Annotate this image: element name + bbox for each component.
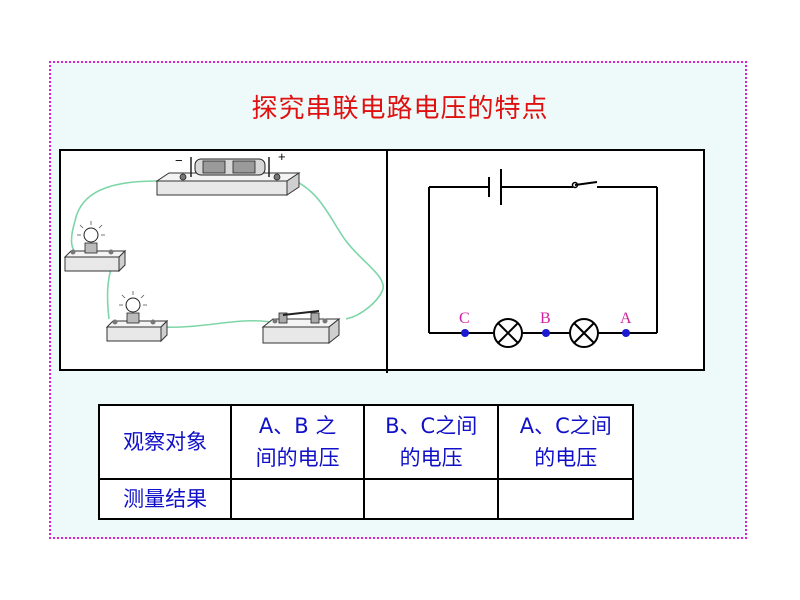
observation-table: 观察对象 A、B 之 间的电压 B、C之间 的电压 A、C之间 的电压 测量结果: [97, 404, 634, 520]
node-b-label: B: [540, 310, 551, 327]
header-cell-bc: B、C之间 的电压: [362, 404, 500, 480]
wire: [70, 180, 158, 256]
node-a-dot: [622, 329, 630, 337]
node-c-dot: [461, 329, 469, 337]
result-cell-ac[interactable]: [497, 478, 634, 520]
circuit-diagram: C B A: [427, 165, 659, 353]
result-label-cell: 测量结果: [97, 478, 233, 520]
illustration-svg: − +: [63, 151, 659, 373]
wire: [290, 178, 384, 320]
node-b-dot: [542, 329, 550, 337]
lamp-2: [569, 318, 599, 348]
table-row: 测量结果: [97, 478, 634, 520]
switch-base: [261, 310, 341, 345]
battery-holder: [155, 157, 301, 196]
header-cell-ab: A、B 之 间的电压: [230, 404, 365, 480]
battery-positive-sign: +: [278, 151, 286, 164]
node-c-label: C: [459, 310, 470, 327]
header-cell-ac: A、C之间 的电压: [497, 404, 634, 480]
bulb-holder-1: [63, 221, 127, 273]
result-cell-bc[interactable]: [362, 478, 500, 520]
header-cell-object: 观察对象: [97, 404, 233, 480]
lamp-1: [493, 318, 523, 348]
node-a-label: A: [620, 310, 632, 327]
result-cell-ab[interactable]: [230, 478, 365, 520]
battery-negative-sign: −: [175, 153, 183, 168]
switch-blade: [574, 181, 598, 186]
illustration-panel: − +: [59, 149, 705, 373]
slide-title: 探究串联电路电压的特点: [251, 94, 549, 124]
table-row: 观察对象 A、B 之 间的电压 B、C之间 的电压 A、C之间 的电压: [97, 404, 634, 480]
bulb-holder-2: [105, 291, 169, 343]
